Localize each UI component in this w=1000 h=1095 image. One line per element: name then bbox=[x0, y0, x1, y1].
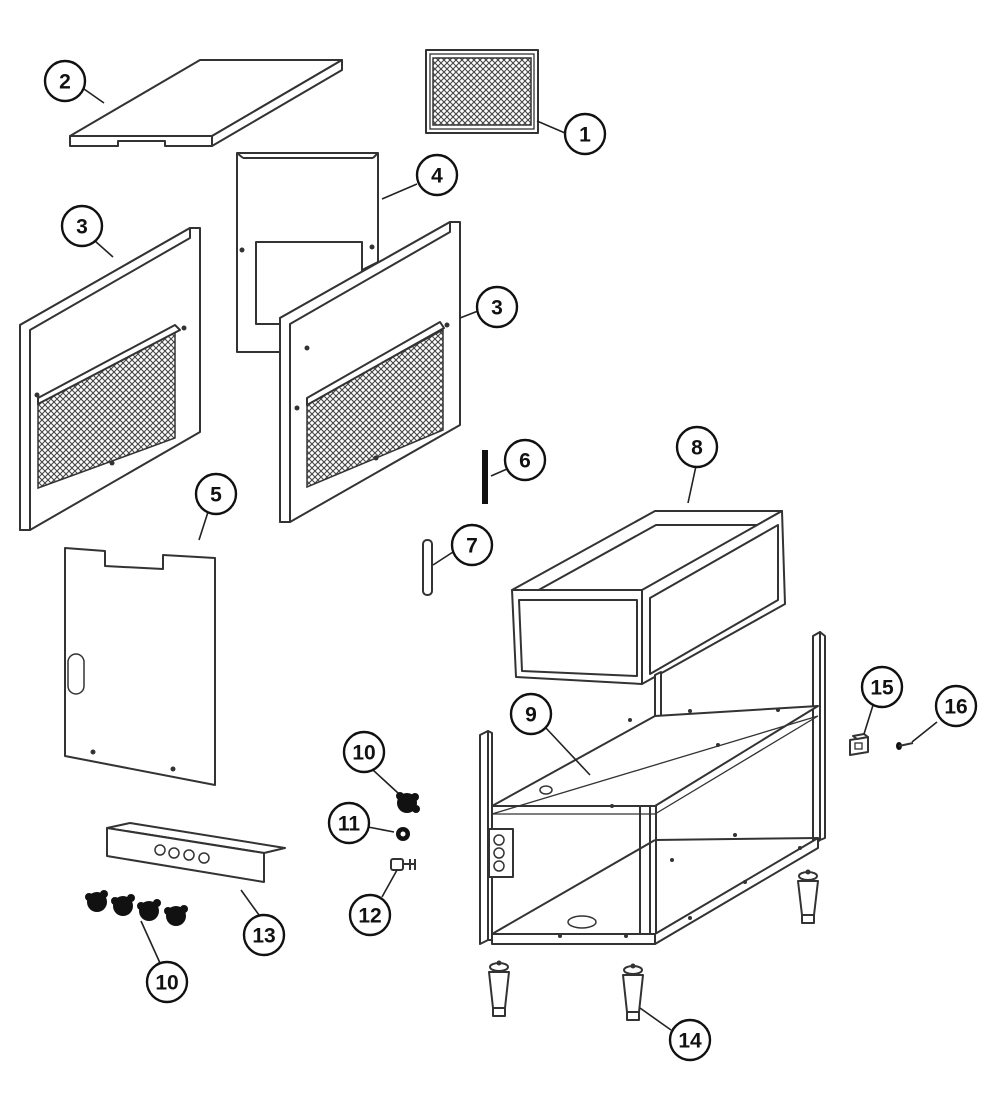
callout-3-right: 3 bbox=[475, 285, 519, 329]
part-tube bbox=[422, 539, 433, 596]
part-side-panel-left bbox=[19, 227, 201, 531]
callout-15: 15 bbox=[860, 665, 904, 709]
callout-number: 13 bbox=[252, 925, 275, 948]
callout-9: 9 bbox=[509, 692, 553, 736]
part-top-panel bbox=[69, 59, 343, 147]
callout-5: 5 bbox=[194, 472, 238, 516]
callout-3-left: 3 bbox=[60, 204, 104, 248]
part-side-panel-right bbox=[279, 221, 461, 523]
callout-12: 12 bbox=[348, 893, 392, 937]
callout-number: 1 bbox=[579, 124, 591, 147]
callout-number: 16 bbox=[944, 696, 967, 719]
callout-number: 8 bbox=[691, 437, 703, 460]
leader-lines bbox=[83, 88, 938, 1031]
callout-6: 6 bbox=[503, 438, 547, 482]
callout-10-single: 10 bbox=[342, 730, 386, 774]
leg-front-left bbox=[488, 960, 510, 1017]
callout-2: 2 bbox=[43, 59, 87, 103]
part-filter bbox=[425, 49, 539, 134]
callout-11: 11 bbox=[327, 801, 371, 845]
callout-4: 4 bbox=[415, 153, 459, 197]
part-nut bbox=[396, 827, 410, 841]
callout-10-group: 10 bbox=[145, 960, 189, 1004]
part-knobs bbox=[85, 890, 188, 926]
callout-number: 6 bbox=[519, 450, 531, 473]
part-door-panel bbox=[64, 547, 216, 786]
part-rod bbox=[482, 450, 488, 504]
callout-13: 13 bbox=[242, 913, 286, 957]
callout-number: 15 bbox=[870, 677, 894, 700]
part-clip bbox=[849, 733, 869, 756]
callout-number: 14 bbox=[678, 1030, 702, 1053]
callout-number: 4 bbox=[431, 165, 443, 188]
callout-number: 9 bbox=[525, 704, 537, 727]
part-upper-tray bbox=[511, 510, 786, 685]
callout-number: 7 bbox=[466, 535, 478, 558]
callout-number: 3 bbox=[76, 216, 88, 239]
callout-number: 10 bbox=[155, 972, 178, 995]
part-legs bbox=[488, 869, 819, 1021]
callout-number: 11 bbox=[338, 813, 361, 836]
leg-front-right bbox=[622, 963, 644, 1021]
callout-number: 10 bbox=[352, 742, 375, 765]
part-control-bracket bbox=[106, 822, 286, 883]
callout-8: 8 bbox=[675, 425, 719, 469]
leg-back-right bbox=[797, 869, 819, 924]
callout-16: 16 bbox=[934, 684, 978, 728]
callout-number: 2 bbox=[59, 71, 71, 94]
callout-7: 7 bbox=[450, 523, 494, 567]
callout-number: 12 bbox=[358, 905, 381, 928]
callout-1: 1 bbox=[563, 112, 607, 156]
callout-14: 14 bbox=[668, 1018, 712, 1062]
callout-number: 3 bbox=[491, 297, 503, 320]
part-frame bbox=[479, 631, 826, 945]
part-knob-single bbox=[396, 792, 420, 813]
part-screw bbox=[896, 742, 914, 750]
callout-number: 5 bbox=[210, 484, 222, 507]
part-switch bbox=[390, 858, 416, 871]
